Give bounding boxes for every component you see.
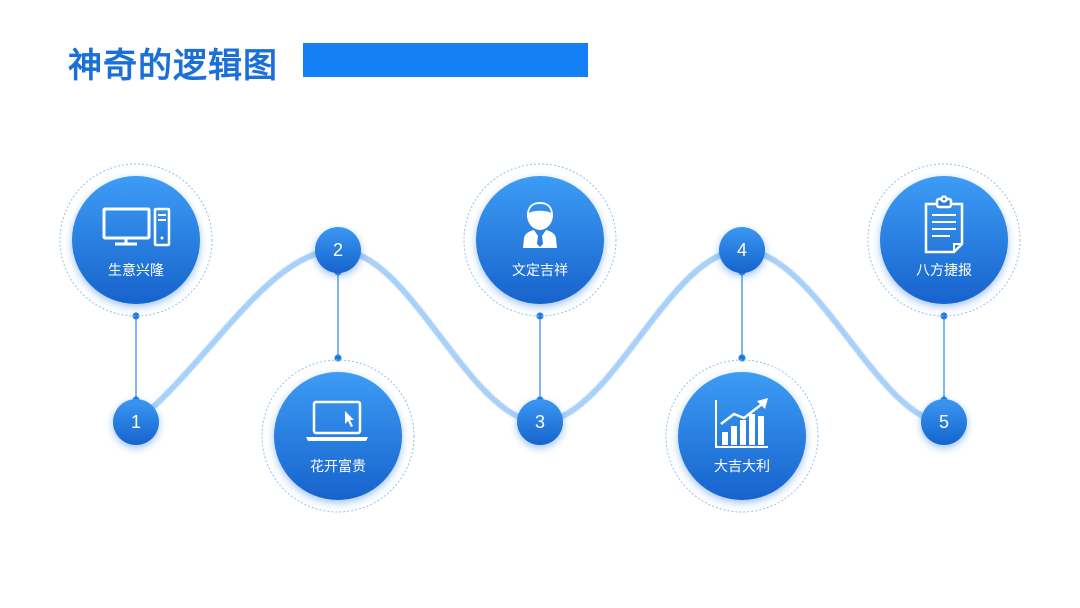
growth-chart-icon [715,398,768,448]
step-2-number: 2 [332,240,343,260]
desktop-computer-icon [102,207,171,247]
page-title: 神奇的逻辑图 [68,46,278,86]
number-2-circle [315,227,361,273]
step-5-number: 5 [938,412,949,432]
step-2-ring [261,359,415,513]
step-1-number: 1 [130,412,141,432]
step-1-label: 生意兴隆 [108,263,164,279]
step-4-number: 4 [736,240,747,260]
step-4-ring [665,359,819,513]
number-5-circle [921,399,967,445]
step-3-ring [463,163,617,317]
clipboard-icon [924,195,964,254]
number-1-circle [113,399,159,445]
connector-dot-2b [334,354,342,362]
step-3-number: 3 [534,412,545,432]
step-1-circle [72,176,200,304]
title-accent-bar [303,43,588,77]
step-5-label: 八方捷报 [916,263,972,279]
step-4-label: 大吉大利 [714,459,770,475]
step-5-circle [880,176,1008,304]
step-2-circle [274,372,402,500]
person-icon [523,202,557,248]
laptop-icon [306,400,368,441]
step-3-label: 文定吉祥 [512,263,568,279]
number-3-circle [517,399,563,445]
connector-dot-4b [738,354,746,362]
step-2-label: 花开富贵 [310,459,366,475]
number-4-circle [719,227,765,273]
step-5-ring [867,163,1021,317]
step-1-ring [59,163,213,317]
